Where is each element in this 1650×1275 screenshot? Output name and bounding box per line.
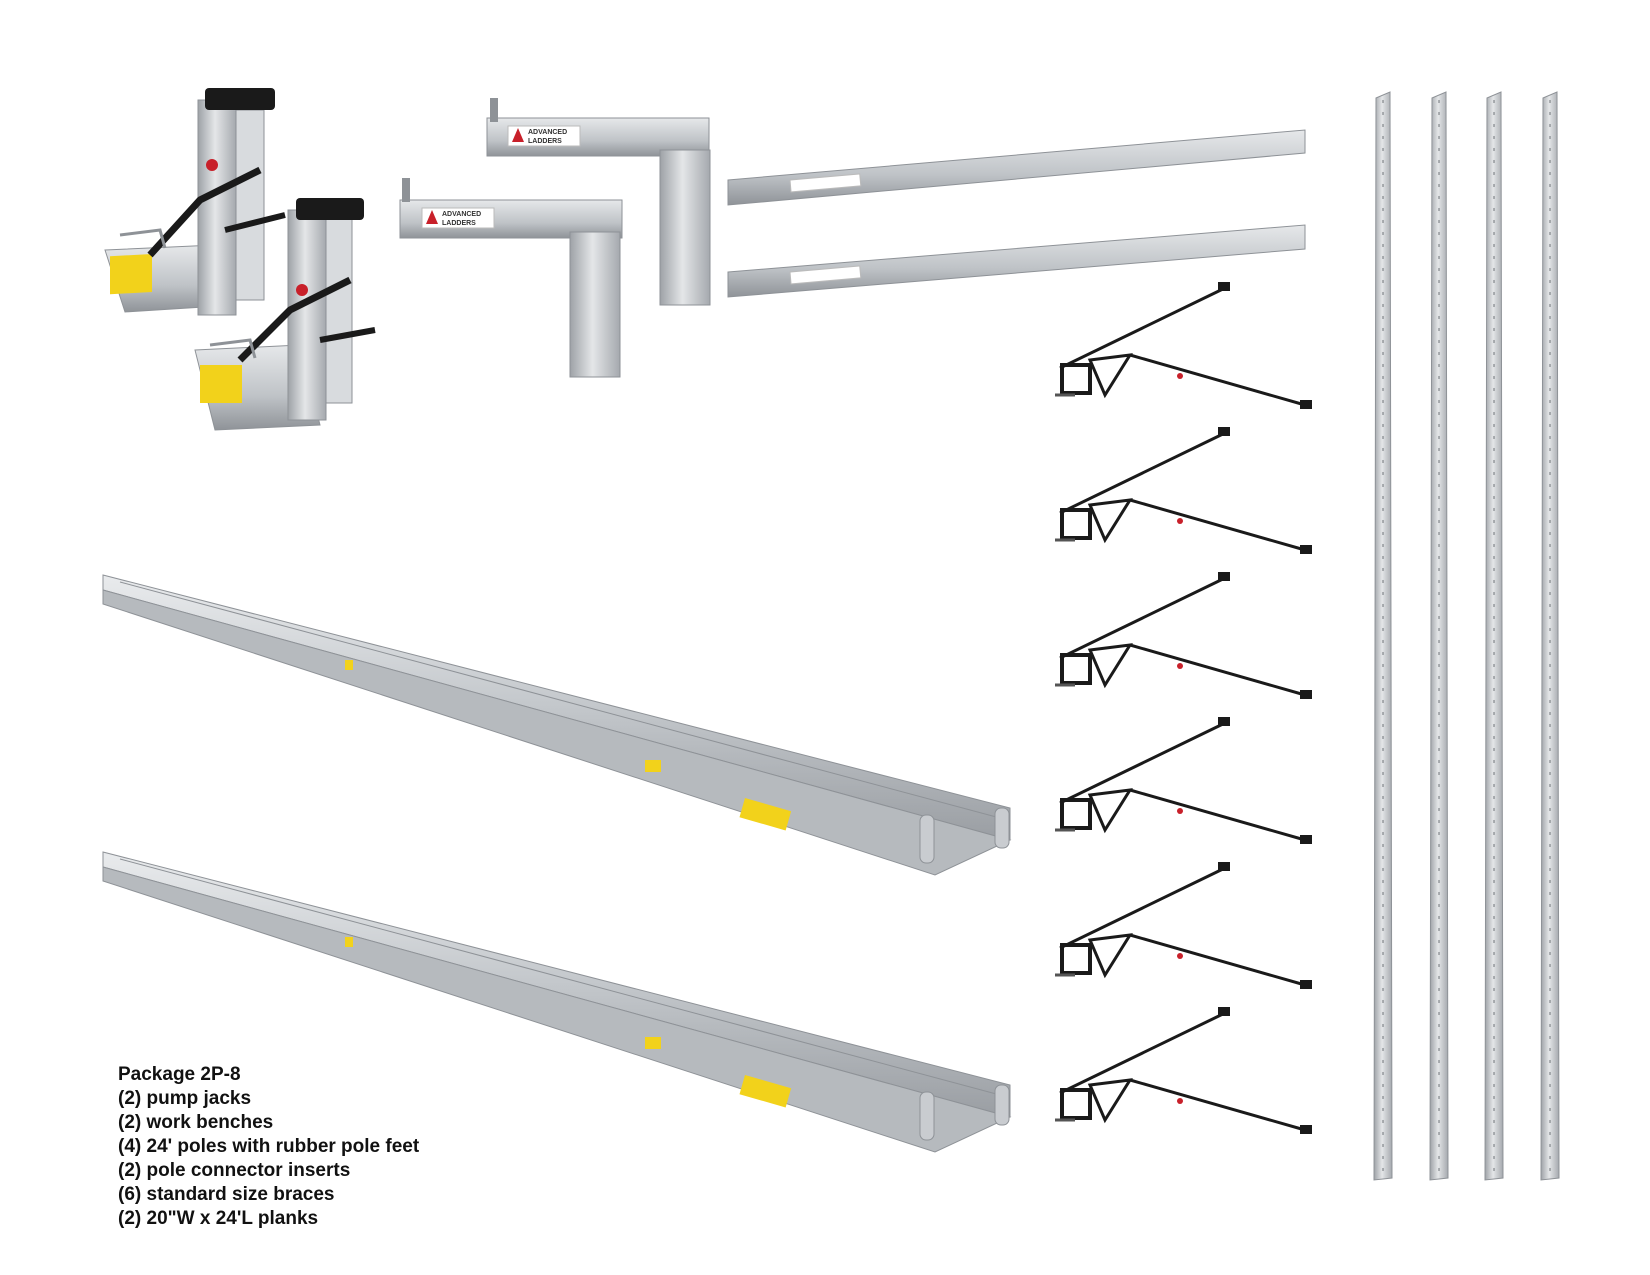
pole-3 [1484,91,1504,1181]
brace-6 [1055,1007,1312,1134]
pole-2 [1429,91,1449,1181]
work-bench-2: ADVANCED LADDERS [399,178,623,378]
plank-2 [102,851,1012,1153]
pole-4 [1540,91,1560,1181]
pole-connector-insert-2 [727,224,1306,298]
brace-4 [1055,717,1312,844]
package-item: (2) pole connector inserts [118,1160,351,1181]
svg-text:LADDERS: LADDERS [528,138,562,145]
package-contents-list: Package 2P-8 (2) pump jacks (2) work ben… [118,1063,419,1231]
package-item: (2) work benches [118,1112,274,1133]
pole-connector-insert-1 [727,129,1306,206]
package-item: (2) pump jacks [118,1088,252,1109]
brace-1 [1055,282,1312,409]
brace-3 [1055,572,1312,699]
svg-text:ADVANCED: ADVANCED [442,211,481,218]
work-bench-1: ADVANCED LADDERS [486,98,711,306]
package-item: (4) 24' poles with rubber pole feet [118,1136,420,1157]
package-title: Package 2P-8 [118,1064,241,1085]
brand-logo: ADVANCED [528,129,567,136]
plank-1 [102,574,1012,876]
package-item: (6) standard size braces [118,1184,335,1205]
pump-jack-2 [194,198,376,431]
svg-text:LADDERS: LADDERS [442,220,476,227]
brace-5 [1055,862,1312,989]
brace-2 [1055,427,1312,554]
pump-jack-1 [104,88,286,316]
pole-1 [1373,91,1393,1181]
package-item: (2) 20"W x 24'L planks [118,1208,319,1229]
